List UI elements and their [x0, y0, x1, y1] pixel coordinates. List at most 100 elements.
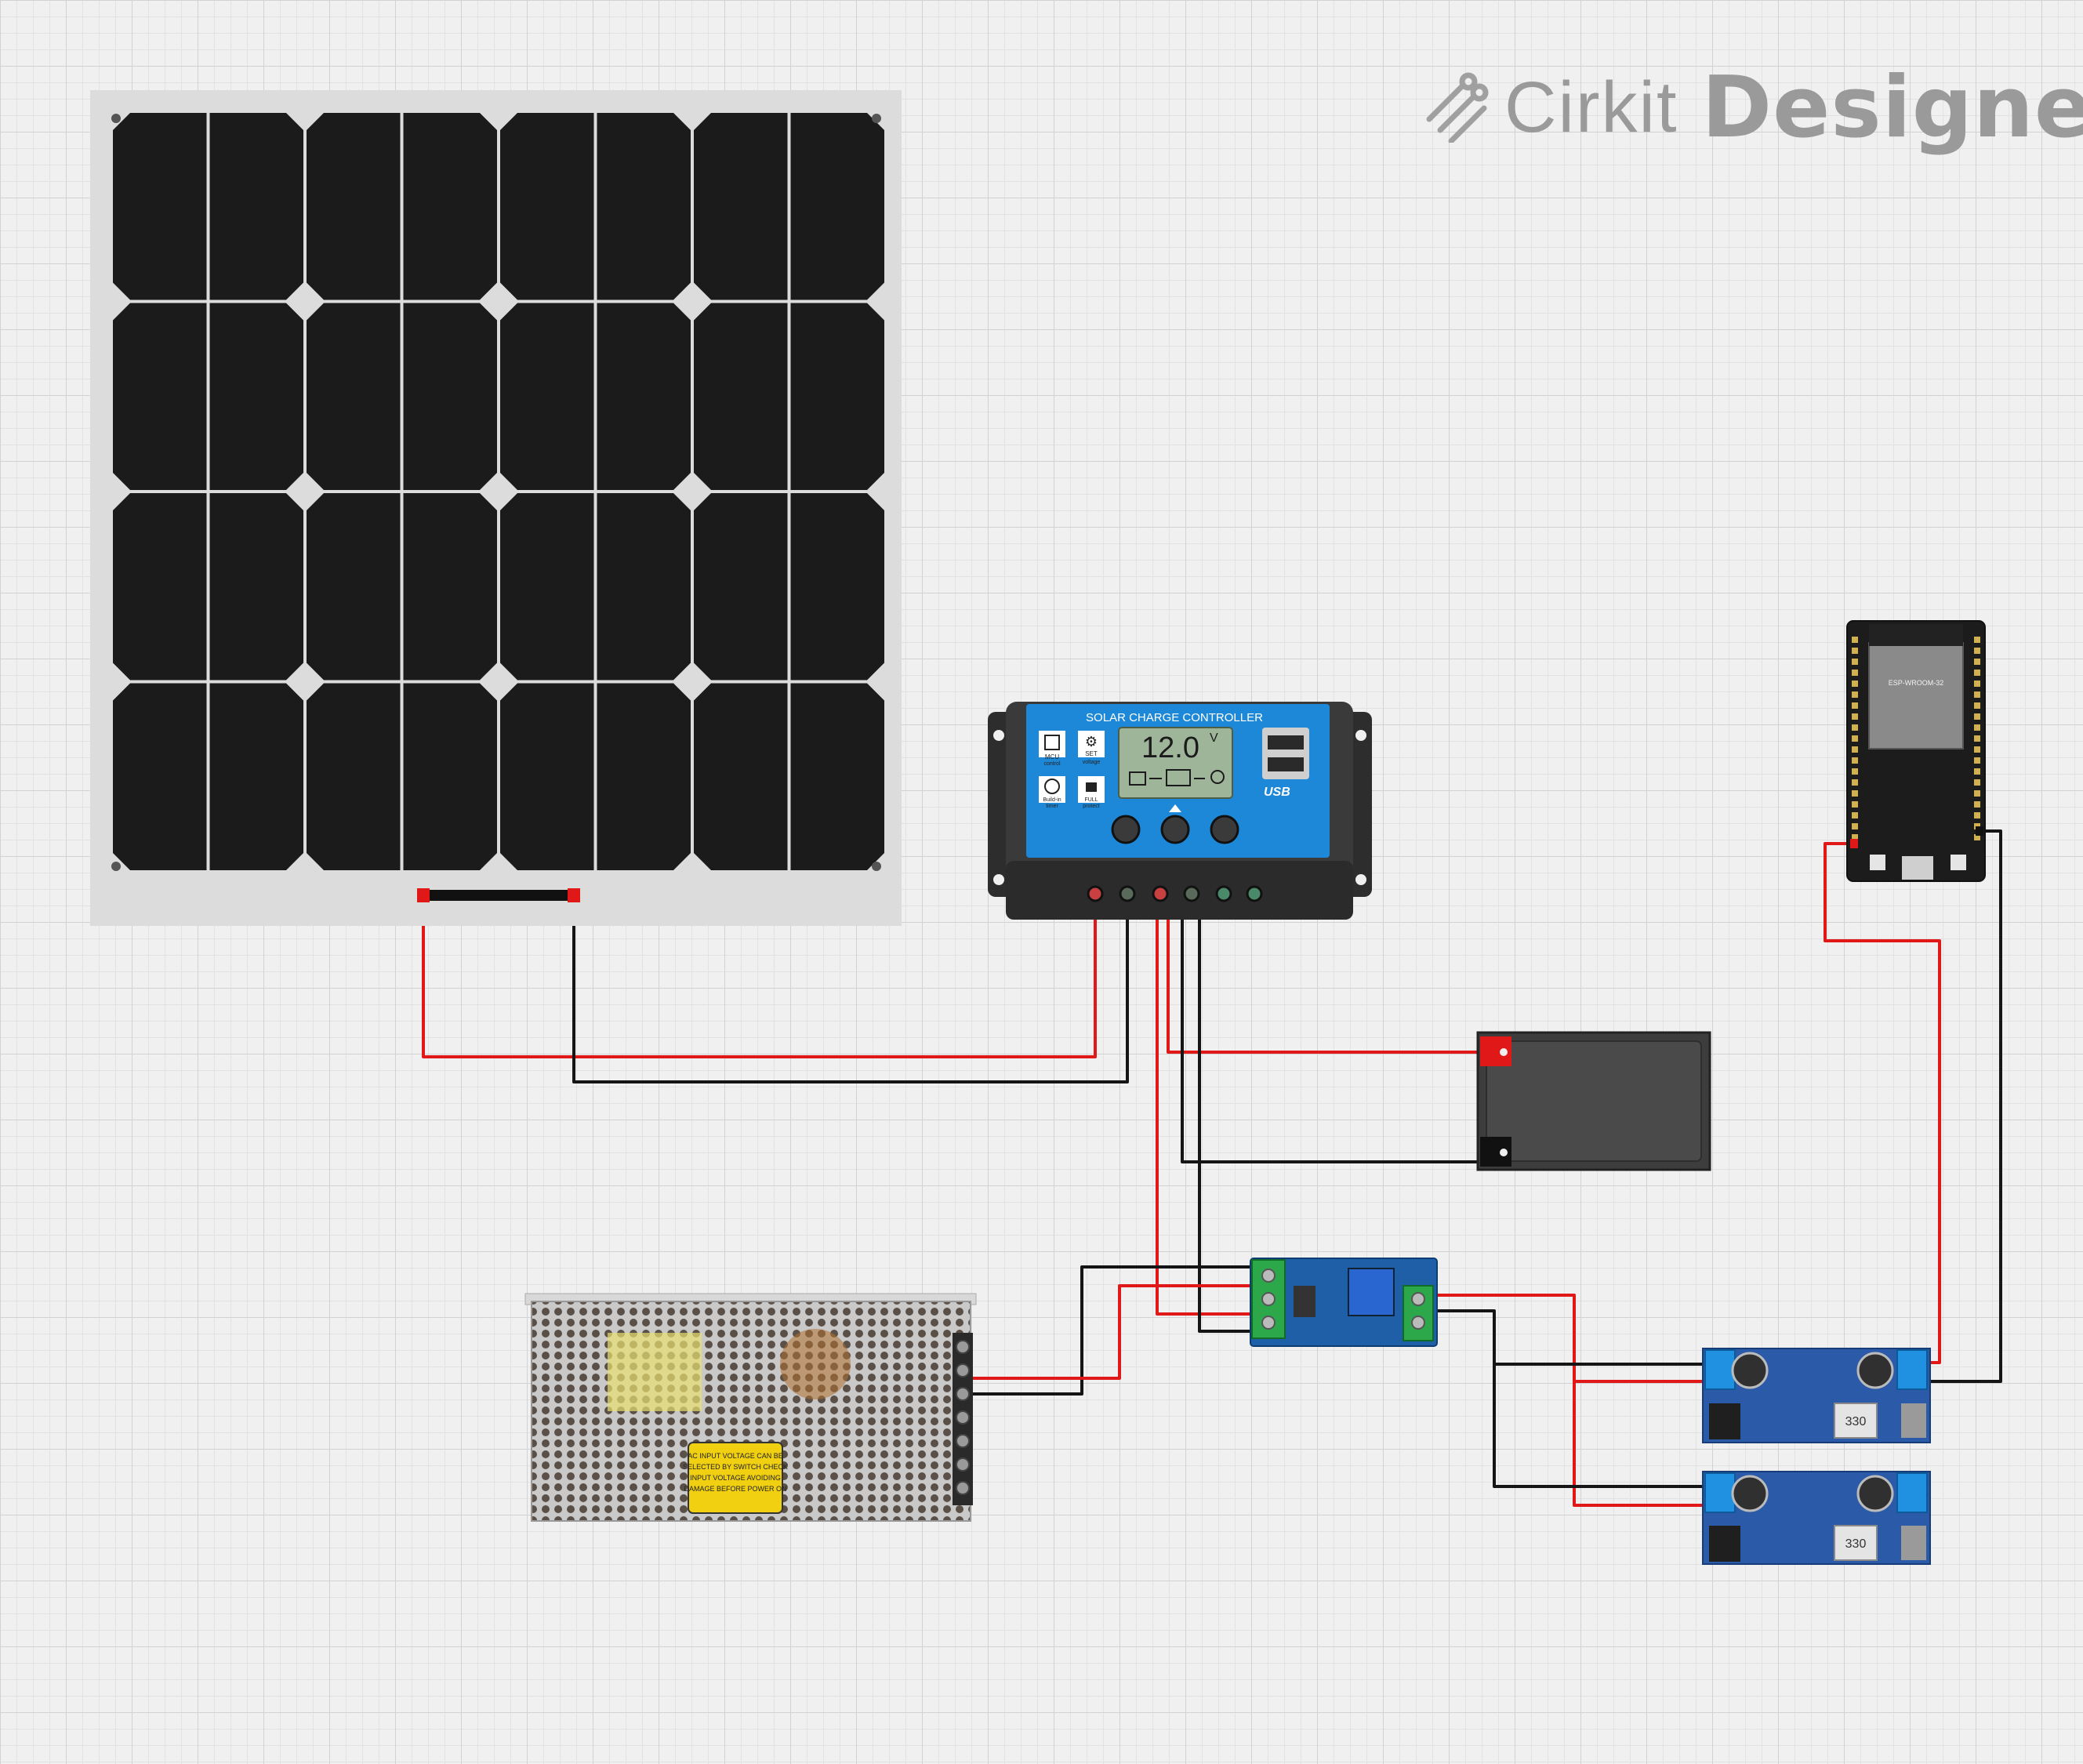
lcd-voltage-unit: V: [1210, 731, 1218, 745]
esp32-pin: [1974, 812, 1980, 818]
esp32-pin: [1852, 812, 1858, 818]
esp32-usb-port: [1902, 856, 1933, 880]
esp32-pin: [1852, 724, 1858, 731]
feature-set-label: SET: [1085, 750, 1098, 757]
wire-relay-buck2-positive[interactable]: [1573, 1381, 1714, 1507]
controller-button-down[interactable]: [1210, 815, 1239, 844]
terminal-solar-positive[interactable]: [1087, 885, 1104, 902]
buck-usb-port: [1901, 1403, 1926, 1438]
wire-battery-negative[interactable]: [1181, 894, 1497, 1163]
wire-controller-relay-positive[interactable]: [1156, 894, 1268, 1316]
esp32-reset-button[interactable]: [1951, 855, 1966, 870]
solar-terminal-negative[interactable]: [568, 888, 580, 902]
esp32-module-label: ESP-WROOM-32: [1889, 679, 1944, 687]
solar-cell: [597, 493, 691, 681]
terminal-solar-negative[interactable]: [1119, 885, 1136, 902]
wire-psu-relay-positive[interactable]: [960, 1284, 1268, 1380]
psu-warning-line-3: INPUT VOLTAGE AVOIDING: [690, 1474, 781, 1482]
terminal-load-positive[interactable]: [1215, 885, 1232, 902]
wire-buck1-esp32-negative[interactable]: [1921, 829, 2002, 1383]
buck-output-terminal[interactable]: [1896, 1472, 1928, 1513]
esp32-gnd-pin[interactable]: [1976, 826, 1983, 836]
buck-converter-1[interactable]: 330: [1702, 1348, 1931, 1443]
buck-input-terminal[interactable]: [1704, 1349, 1736, 1390]
esp32-pin: [1852, 757, 1858, 764]
esp32-pin: [1852, 735, 1858, 742]
timer-icon: [1039, 776, 1065, 803]
psu-terminal-screw: [956, 1363, 970, 1377]
controller-bottom-section: [1006, 861, 1353, 920]
esp32-pin: [1852, 691, 1858, 698]
power-supply-unit[interactable]: AC INPUT VOLTAGE CAN BE SELECTED BY SWIT…: [524, 1293, 977, 1522]
buck-dc-jack: [1709, 1403, 1740, 1439]
lcd-flow-icons: [1129, 769, 1225, 786]
esp32-dev-board[interactable]: ESP-WROOM-32: [1846, 620, 1986, 882]
wire-solar-negative[interactable]: [572, 894, 1129, 1083]
esp32-pin: [1852, 790, 1858, 797]
wire-battery-positive[interactable]: [1167, 894, 1497, 1054]
controller-terminals: [1087, 885, 1263, 902]
relay-module[interactable]: [1250, 1258, 1438, 1347]
buck-input-terminal[interactable]: [1704, 1472, 1736, 1513]
esp32-pin: [1974, 834, 1980, 840]
cirkit-logo-icon: [1426, 72, 1489, 143]
terminal-screw: [1261, 1269, 1276, 1283]
esp32-boot-button[interactable]: [1870, 855, 1885, 870]
usb-port-1[interactable]: [1268, 735, 1304, 750]
panel-mount-hole: [111, 862, 121, 871]
esp32-module: [1868, 642, 1964, 750]
buck-output-terminal[interactable]: [1896, 1349, 1928, 1390]
esp32-pin: [1974, 724, 1980, 731]
wire-relay-buck1-negative[interactable]: [1427, 1309, 1714, 1366]
psu-terminal-screw: [956, 1340, 970, 1354]
battery[interactable]: [1476, 1031, 1711, 1171]
esp32-pin: [1852, 670, 1858, 676]
esp32-vin-pin[interactable]: [1850, 839, 1858, 848]
terminal-screw: [1411, 1316, 1425, 1330]
usb-port-2[interactable]: [1268, 757, 1304, 771]
lcd-panel-icon: [1129, 771, 1146, 786]
psu-terminal-screw: [956, 1457, 970, 1472]
solar-charge-controller[interactable]: SOLAR CHARGE CONTROLLER 12.0 V USB MCU c…: [988, 702, 1372, 920]
esp32-pin: [1974, 670, 1980, 676]
wire-solar-positive[interactable]: [422, 894, 1097, 1058]
solar-cell: [597, 683, 691, 870]
controller-button-up[interactable]: [1160, 815, 1190, 844]
terminal-load-negative[interactable]: [1246, 885, 1263, 902]
wire-relay-buck1-positive[interactable]: [1427, 1294, 1714, 1383]
battery-terminal-screw: [1500, 1149, 1508, 1156]
solar-terminal-positive[interactable]: [417, 888, 430, 902]
esp32-pin: [1852, 659, 1858, 665]
esp32-pin: [1974, 713, 1980, 720]
solar-cell: [694, 113, 788, 300]
battery-face: [1486, 1040, 1702, 1162]
buck-inductor-label: 330: [1845, 1537, 1867, 1551]
wire-buck1-esp32-positive[interactable]: [1824, 842, 1941, 1364]
terminal-battery-negative[interactable]: [1183, 885, 1200, 902]
terminal-battery-positive[interactable]: [1152, 885, 1169, 902]
buck-converter-2[interactable]: 330: [1702, 1471, 1931, 1565]
wire-psu-relay-negative[interactable]: [960, 1265, 1268, 1396]
controller-button-menu[interactable]: [1111, 815, 1141, 844]
battery-terminal-screw: [1500, 1048, 1508, 1056]
psu-transformer: [608, 1333, 702, 1411]
buck-capacitor: [1856, 1352, 1894, 1389]
esp32-pin: [1974, 648, 1980, 654]
esp32-pin: [1852, 823, 1858, 829]
gear-icon: ⚙: [1085, 734, 1098, 750]
feature-mcu-sublabel: control: [1043, 761, 1060, 767]
solar-cell: [403, 303, 497, 490]
wire-controller-relay-negative[interactable]: [1198, 894, 1268, 1333]
esp32-pin: [1974, 691, 1980, 698]
esp32-pin: [1974, 659, 1980, 665]
lcd-battery-icon: [1166, 769, 1191, 786]
solar-cell: [694, 493, 788, 681]
solar-cell: [500, 113, 594, 300]
mcu-chip-glyph: [1044, 735, 1060, 750]
wire-relay-buck2-negative[interactable]: [1493, 1364, 1714, 1488]
solar-panel[interactable]: [90, 90, 902, 926]
esp32-pin: [1852, 779, 1858, 786]
solar-cell: [113, 303, 207, 490]
